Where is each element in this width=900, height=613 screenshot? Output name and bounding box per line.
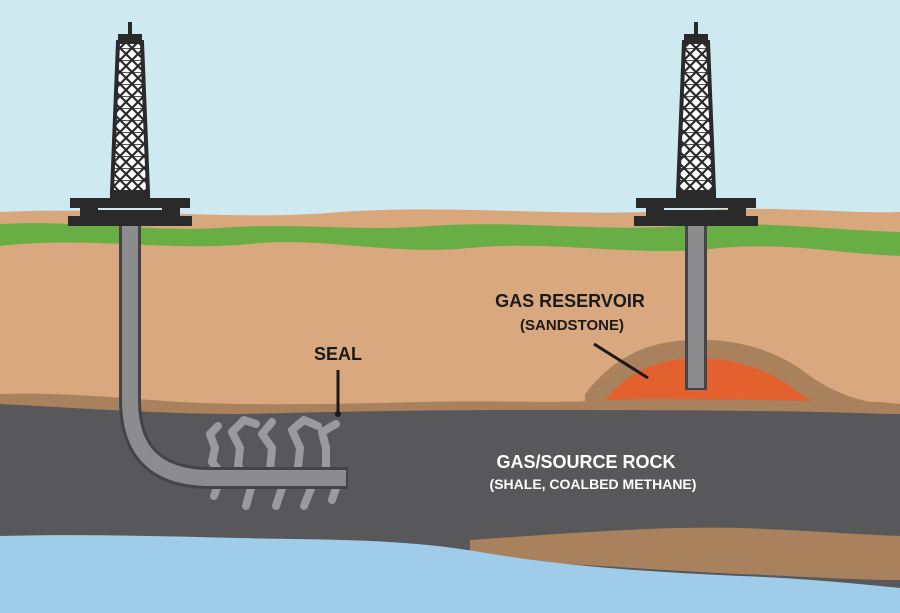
left-drilling-rig xyxy=(68,22,192,226)
source-rock-subtitle: (SHALE, COALBED METHANE) xyxy=(490,476,697,492)
seal-leader-dot xyxy=(335,411,341,417)
reservoir-subtitle: (SANDSTONE) xyxy=(520,317,624,334)
lower-brown-band xyxy=(470,527,900,580)
horizontal-wellbore xyxy=(122,222,346,486)
right-drilling-rig xyxy=(634,22,758,226)
seal-label: SEAL xyxy=(314,344,362,364)
reservoir-leader-line xyxy=(593,342,649,380)
reservoir-title: GAS RESERVOIR xyxy=(495,291,645,311)
vertical-wellbore xyxy=(688,222,704,388)
grass-layer xyxy=(0,223,900,256)
source-rock-title: GAS/SOURCE ROCK xyxy=(496,452,675,472)
water-layer xyxy=(0,535,900,613)
